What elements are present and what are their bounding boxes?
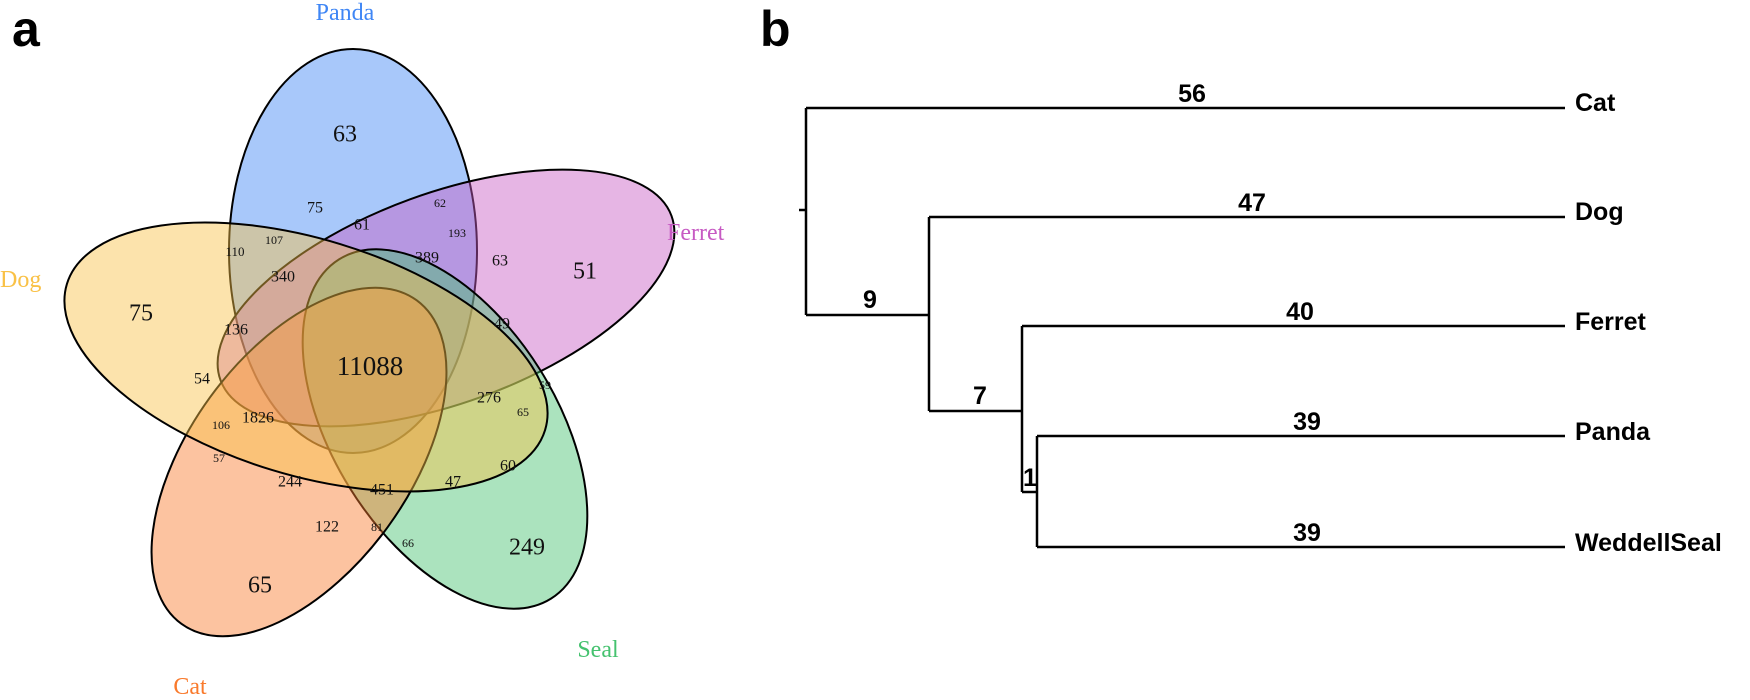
set-label-cat: Cat: [173, 674, 207, 700]
ellipse-dog: [63, 221, 549, 493]
venn-ellipses: [63, 48, 676, 638]
region-count: 110: [225, 244, 244, 259]
set-label-dog: Dog: [0, 267, 41, 293]
region-count: 106: [212, 418, 230, 432]
venn-diagram: Panda Ferret Dog Seal Cat 63 51 75 65 24…: [0, 0, 725, 700]
branch-label-cat: 56: [1178, 80, 1206, 108]
ellipse-ferret: [216, 168, 676, 428]
region-count: 51: [573, 259, 597, 285]
venn-set-labels: Panda Ferret Dog Seal Cat: [0, 0, 725, 700]
region-count: 65: [517, 405, 529, 419]
region-count: 63: [333, 122, 357, 148]
panel-label-a: a: [12, 1, 41, 57]
leaf-label-panda: Panda: [1575, 418, 1651, 446]
set-label-ferret: Ferret: [667, 220, 725, 246]
region-count: 107: [265, 233, 283, 247]
region-count: 81: [371, 520, 383, 534]
ellipse-panda: [228, 48, 478, 454]
venn-region-counts: 63 51 75 65 249 11088 1826 451 340 389 2…: [129, 122, 597, 599]
region-count: 340: [271, 269, 295, 286]
set-label-panda: Panda: [316, 0, 375, 26]
region-count: 65: [248, 573, 272, 599]
leaf-label-cat: Cat: [1575, 89, 1616, 117]
cladogram: 56 47 40 39 39 9 7 1 Cat Dog Ferret Pand…: [799, 80, 1722, 557]
region-count: 75: [129, 301, 153, 327]
region-count: 54: [194, 371, 210, 388]
region-count: 451: [370, 482, 394, 499]
branch-label-node2: 7: [973, 382, 987, 410]
branch-label-node3: 1: [1023, 464, 1037, 492]
region-count: 244: [278, 474, 302, 491]
region-count: 249: [509, 535, 545, 561]
region-count: 276: [477, 390, 501, 407]
region-count: 75: [307, 200, 323, 217]
region-count: 62: [434, 196, 446, 210]
region-count: 47: [445, 474, 461, 491]
region-count: 193: [448, 226, 466, 240]
region-count: 11088: [337, 351, 404, 381]
panel-label-b: b: [760, 1, 791, 57]
tree-branches: [799, 106, 1565, 549]
region-count: 136: [224, 322, 248, 339]
branch-label-dog: 47: [1238, 189, 1266, 217]
leaf-label-ferret: Ferret: [1575, 308, 1647, 336]
region-count: 61: [354, 217, 370, 234]
branch-label-node1: 9: [863, 286, 877, 314]
region-count: 389: [415, 250, 439, 267]
region-count: 63: [492, 253, 508, 270]
branch-labels: 56 47 40 39 39 9 7 1: [863, 80, 1321, 547]
leaf-label-dog: Dog: [1575, 198, 1624, 226]
region-count: 66: [402, 536, 414, 550]
ellipse-seal: [301, 248, 589, 610]
branch-label-panda: 39: [1293, 408, 1321, 436]
ellipse-cat: [150, 286, 448, 638]
region-count: 59: [539, 378, 551, 392]
set-label-seal: Seal: [577, 637, 619, 663]
leaf-label-seal: WeddellSeal: [1575, 529, 1722, 557]
region-count: 122: [315, 519, 339, 536]
region-count: 57: [213, 451, 225, 465]
leaf-labels: Cat Dog Ferret Panda WeddellSeal: [1575, 89, 1722, 557]
branch-label-seal: 39: [1293, 519, 1321, 547]
region-count: 49: [494, 316, 510, 333]
branch-label-ferret: 40: [1286, 298, 1314, 326]
region-count: 1826: [242, 410, 274, 427]
region-count: 60: [500, 458, 516, 475]
